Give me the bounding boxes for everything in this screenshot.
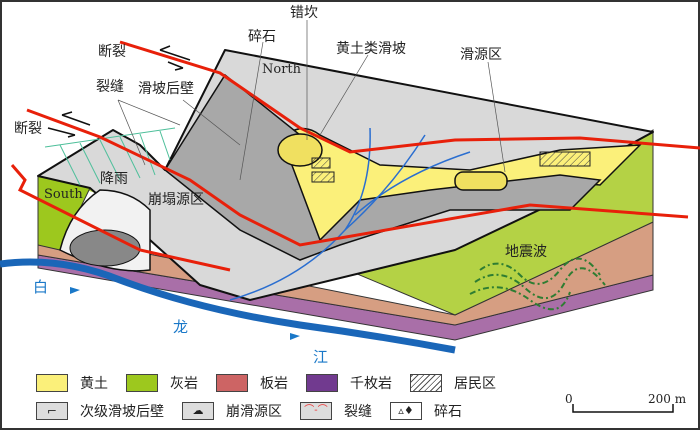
label-fault-2: 断裂: [14, 121, 42, 137]
scale-end: 200 m: [648, 392, 687, 406]
legend-label: 居民区: [454, 376, 496, 392]
label-offset-scarp: 错坎: [290, 5, 318, 21]
legend-label: 千枚岩: [350, 376, 392, 392]
legend-swatch-limestone: [126, 374, 158, 392]
legend-label: 灰岩: [170, 376, 198, 392]
label-river-jiang: 江: [313, 348, 329, 366]
scale-start: 0: [565, 392, 573, 406]
debris-icon: ▵♦: [390, 402, 422, 420]
label-river-bai: 白: [33, 278, 49, 296]
label-loess-landslide: 黄土类滑坡: [336, 41, 406, 57]
label-cracks: 裂缝: [96, 79, 124, 95]
settlement: [311, 157, 331, 169]
cracks: [44, 127, 176, 186]
streams: [229, 127, 471, 301]
label-fault-1: 断裂: [98, 44, 126, 60]
leader-lines: [117, 20, 506, 181]
collapse-debris: [69, 229, 141, 267]
legend-label: 崩滑源区: [226, 404, 282, 420]
scale-bar: [572, 404, 674, 413]
legend-row-2: ⌐ 次级滑坡后壁 ☁ 崩滑源区 ⌒-⌒ 裂缝 ▵♦ 碎石: [36, 401, 480, 421]
legend-label: 裂缝: [344, 404, 372, 420]
settlement: [539, 151, 591, 167]
label-south: South: [44, 187, 83, 202]
legend-label: 碎石: [434, 404, 462, 420]
label-debris: 碎石: [248, 29, 276, 45]
label-river-long: 龙: [173, 318, 189, 336]
label-collapse-source: 崩塌源区: [148, 192, 204, 208]
legend-swatch-phyllite: [306, 374, 338, 392]
legend-label: 黄土: [80, 376, 108, 392]
label-seismic-wave: 地震波: [505, 244, 547, 260]
small-loess-slide: [277, 133, 323, 167]
legend-label: 板岩: [260, 376, 288, 392]
crack-icon: ⌒-⌒: [300, 402, 332, 420]
label-slide-source: 滑源区: [460, 47, 502, 63]
legend-row-1: 黄土 灰岩 板岩 千枚岩 居民区: [36, 373, 514, 393]
legend-swatch-settlement: [410, 374, 442, 392]
seismic-waves: [469, 257, 606, 311]
fault-lines: [10, 40, 700, 272]
label-landslide-back-wall: 滑坡后壁: [138, 81, 194, 97]
bailong-river: [0, 258, 456, 354]
label-rainfall: 降雨: [100, 171, 128, 187]
legend-swatch-slate: [216, 374, 248, 392]
settlement: [311, 171, 335, 183]
collapse-icon: ☁: [182, 402, 214, 420]
flow-arrows: [70, 287, 300, 340]
scarp-icon: ⌐: [36, 402, 68, 420]
fault-slip-arrows: [47, 45, 191, 138]
legend-label: 次级滑坡后壁: [80, 404, 164, 420]
legend-swatch-loess: [36, 374, 68, 392]
slide-source-body: [454, 171, 508, 191]
label-north: North: [262, 62, 302, 77]
